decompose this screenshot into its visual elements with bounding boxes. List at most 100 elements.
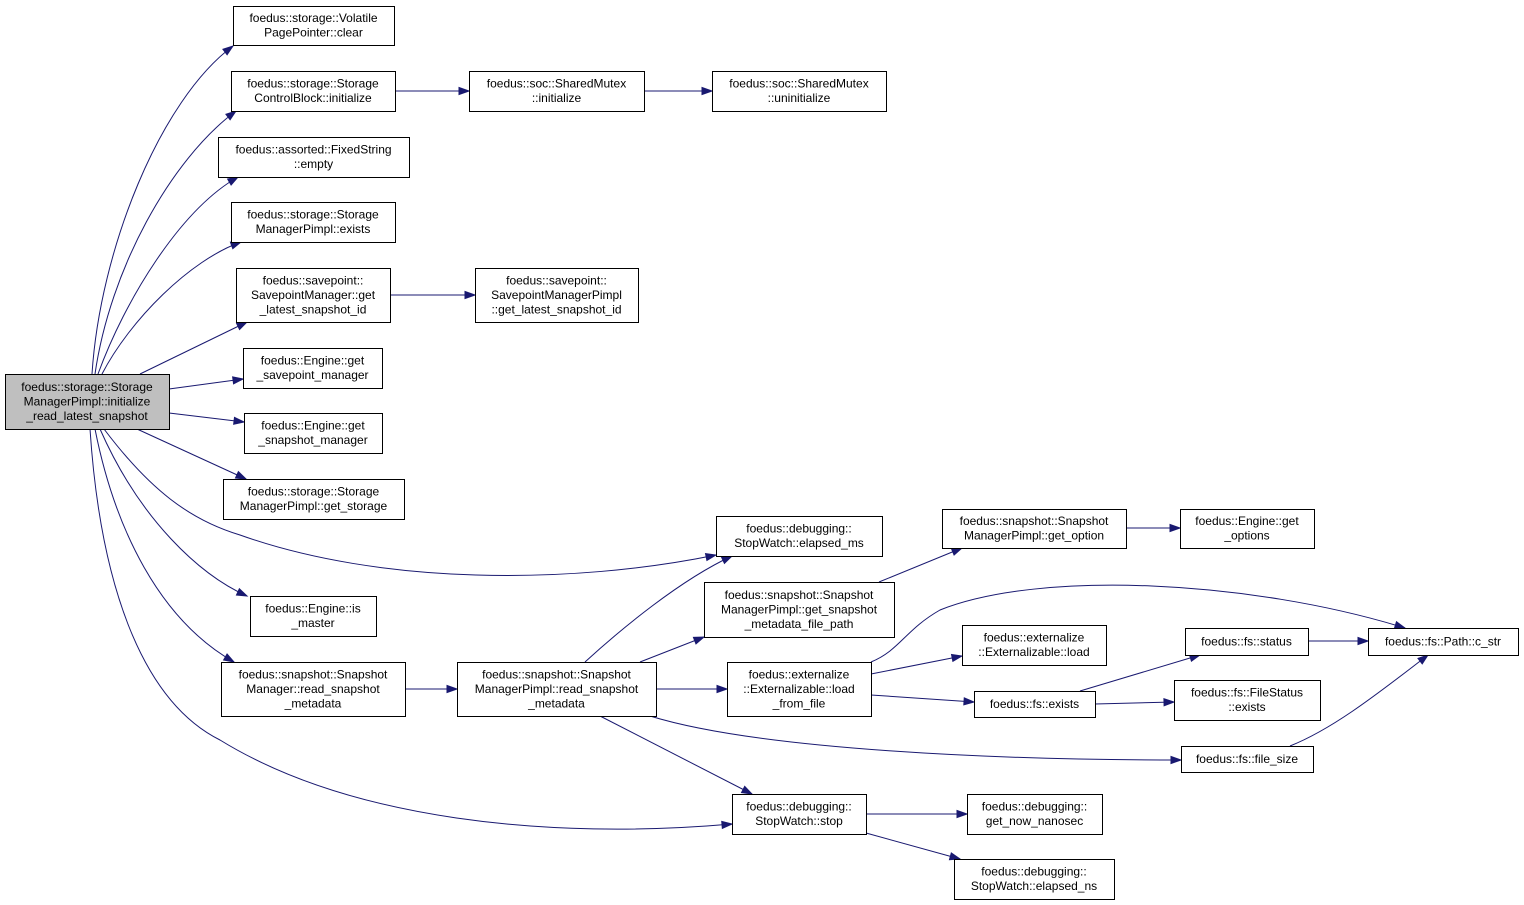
node-label-line: foedus::Engine::get xyxy=(261,419,365,433)
node-label-line: foedus::snapshot::Snapshot xyxy=(725,588,874,602)
node-box xyxy=(1185,628,1309,656)
edge-n18-n19 xyxy=(1308,636,1370,646)
edge-arrowhead xyxy=(1163,698,1176,707)
graph-node[interactable]: foedus::fs::Path::c_str xyxy=(1368,628,1519,656)
edge-n21-n25 xyxy=(649,715,1183,765)
node-box xyxy=(231,71,396,112)
edge-arrowhead xyxy=(446,684,459,694)
edge-arrowhead xyxy=(233,416,246,425)
edge-line xyxy=(878,547,963,583)
graph-node[interactable]: foedus::Engine::get_snapshot_manager xyxy=(244,413,383,454)
graph-node[interactable]: foedus::snapshot::SnapshotManager::read_… xyxy=(221,662,406,717)
edge-arrowhead xyxy=(950,547,964,556)
edge-n0-n11 xyxy=(136,428,248,480)
edge-line xyxy=(99,428,248,597)
graph-node[interactable]: foedus::Engine::get_options xyxy=(1180,509,1315,549)
node-label-line: ManagerPimpl::get_option xyxy=(964,529,1104,543)
edges-layer xyxy=(89,45,1430,861)
graph-node[interactable]: foedus::snapshot::SnapshotManagerPimpl::… xyxy=(704,582,895,638)
node-label-line: foedus::storage::Volatile xyxy=(249,11,377,25)
graph-node[interactable]: foedus::soc::SharedMutex::initialize xyxy=(469,71,645,112)
node-label-line: _latest_snapshot_id xyxy=(259,302,367,316)
graph-node[interactable]: foedus::Engine::get_savepoint_manager xyxy=(243,348,383,389)
edge-n20-n21 xyxy=(405,684,459,694)
node-label-line: foedus::storage::Storage xyxy=(247,208,379,222)
node-label-line: ManagerPimpl::read_snapshot xyxy=(475,682,639,696)
node-label-line: foedus::soc::SharedMutex xyxy=(729,77,868,91)
node-label-line: ManagerPimpl::exists xyxy=(256,222,371,236)
node-label-line: _metadata xyxy=(527,696,585,710)
graph-node[interactable]: foedus::externalize::Externalizable::loa… xyxy=(962,625,1107,666)
node-box xyxy=(244,413,383,454)
node-box xyxy=(1174,680,1321,721)
edge-arrowhead xyxy=(229,241,243,250)
node-label-line: ::exists xyxy=(1228,700,1265,714)
graph-node[interactable]: foedus::externalize::Externalizable::loa… xyxy=(727,662,872,717)
node-box xyxy=(457,662,657,717)
edge-arrowhead xyxy=(235,321,249,331)
edge-n22-n24 xyxy=(870,694,976,706)
node-label-line: foedus::soc::SharedMutex xyxy=(487,77,626,91)
node-label-line: foedus::externalize xyxy=(749,667,850,681)
graph-node[interactable]: foedus::snapshot::SnapshotManagerPimpl::… xyxy=(942,509,1127,549)
node-box xyxy=(250,596,377,637)
edge-arrowhead xyxy=(235,587,249,597)
edge-arrowhead xyxy=(234,470,248,480)
graph-node[interactable]: foedus::debugging::StopWatch::stop xyxy=(732,794,867,835)
edge-arrowhead xyxy=(1393,620,1407,629)
node-label-line: _metadata_file_path xyxy=(744,617,854,631)
node-box xyxy=(231,202,396,243)
node-label-line: ManagerPimpl::initialize xyxy=(24,394,151,408)
node-label-line: SavepointManagerPimpl xyxy=(491,288,622,302)
graph-node[interactable]: foedus::debugging::get_now_nanosec xyxy=(967,794,1103,835)
node-label-line: _read_latest_snapshot xyxy=(25,409,148,423)
edge-n21-n22 xyxy=(656,684,729,694)
edge-n7-n8 xyxy=(390,290,477,300)
graph-node[interactable]: foedus::fs::status xyxy=(1185,628,1309,656)
node-label-line: foedus::storage::Storage xyxy=(21,380,153,394)
node-label-line: foedus::debugging:: xyxy=(982,800,1087,814)
graph-node[interactable]: foedus::storage::StorageControlBlock::in… xyxy=(231,71,396,112)
node-label-line: get_now_nanosec xyxy=(986,814,1083,828)
node-box xyxy=(732,794,867,835)
node-label-line: foedus::savepoint:: xyxy=(263,273,364,287)
node-label-line: foedus::Engine::get xyxy=(1195,514,1299,528)
graph-node[interactable]: foedus::fs::file_size xyxy=(1181,746,1314,773)
edge-n0-n5 xyxy=(97,176,240,375)
node-label-line: ::initialize xyxy=(532,91,582,105)
edge-n22-n19 xyxy=(870,584,1407,663)
node-label-line: foedus::fs::file_size xyxy=(1196,752,1298,766)
node-label-line: foedus::externalize xyxy=(984,631,1085,645)
edge-n21-n26 xyxy=(599,715,754,795)
node-label-line: foedus::debugging:: xyxy=(746,522,851,536)
graph-node[interactable]: foedus::fs::exists xyxy=(974,691,1096,718)
edge-line xyxy=(91,45,234,375)
node-label-line: foedus::fs::Path::c_str xyxy=(1385,634,1501,648)
node-box xyxy=(716,516,883,557)
root-node[interactable]: foedus::storage::StorageManagerPimpl::in… xyxy=(5,374,170,430)
edge-line xyxy=(870,584,1406,663)
edge-line xyxy=(870,655,963,675)
graph-node[interactable]: foedus::savepoint::SavepointManagerPimpl… xyxy=(475,268,639,323)
graph-node[interactable]: foedus::Engine::is_master xyxy=(250,596,377,637)
graph-node[interactable]: foedus::soc::SharedMutex::uninitialize xyxy=(712,71,887,112)
graph-node[interactable]: foedus::fs::FileStatus::exists xyxy=(1174,680,1321,721)
graph-node[interactable]: foedus::debugging::StopWatch::elapsed_ns xyxy=(954,859,1115,900)
node-label-line: foedus::snapshot::Snapshot xyxy=(239,667,388,681)
graph-node[interactable]: foedus::assorted::FixedString::empty xyxy=(218,137,410,178)
graph-node[interactable]: foedus::storage::VolatilePagePointer::cl… xyxy=(233,6,395,46)
edge-n26-n27 xyxy=(866,809,969,819)
graph-node[interactable]: foedus::snapshot::SnapshotManagerPimpl::… xyxy=(457,662,657,717)
edge-n0-n2 xyxy=(94,110,238,375)
edge-line xyxy=(584,555,733,663)
edge-arrowhead xyxy=(1357,636,1370,646)
graph-node[interactable]: foedus::savepoint::SavepointManager::get… xyxy=(236,268,391,323)
edge-line xyxy=(168,378,244,390)
graph-node[interactable]: foedus::debugging::StopWatch::elapsed_ms xyxy=(716,516,883,557)
edge-line xyxy=(94,428,235,663)
edge-line xyxy=(101,241,242,375)
graph-node[interactable]: foedus::storage::StorageManagerPimpl::ex… xyxy=(231,202,396,243)
graph-node[interactable]: foedus::storage::StorageManagerPimpl::ge… xyxy=(223,479,405,520)
node-label-line: _options xyxy=(1223,529,1269,543)
edge-line xyxy=(139,321,248,375)
